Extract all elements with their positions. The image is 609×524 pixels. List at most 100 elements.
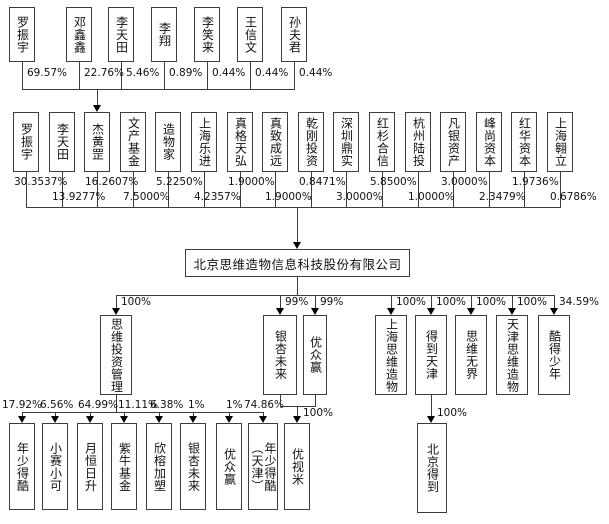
connector-line xyxy=(382,172,383,207)
arrow-down-icon xyxy=(51,416,59,423)
holder-name: 造物家 xyxy=(161,123,176,161)
holder-name: 上海翱立 xyxy=(553,117,568,167)
ownership-pct-label: 0.44% xyxy=(212,67,246,79)
shareholder-name: 孙夫君 xyxy=(287,15,302,54)
shareholder-box: 罗振宇 xyxy=(9,7,35,62)
holder-box: 深圳鼎实 xyxy=(333,112,359,172)
connector-line xyxy=(250,62,251,89)
arrow-down-icon xyxy=(427,308,435,315)
connector-line xyxy=(280,295,281,308)
connector-line xyxy=(116,295,555,296)
shareholder-name: 李天田 xyxy=(114,15,129,54)
ownership-pct-label: 3.0000% xyxy=(441,176,488,188)
connector-line xyxy=(116,295,117,308)
ownership-pct-label: 13.9277% xyxy=(52,191,106,203)
arrow-down-icon xyxy=(293,242,301,249)
holder-box: 造物家 xyxy=(155,112,181,172)
connector-line xyxy=(79,62,80,89)
ownership-pct-label: 74.86% xyxy=(244,399,285,411)
connector-line xyxy=(431,395,432,416)
shareholder-box: 邓鑫鑫 xyxy=(66,7,92,62)
connector-line xyxy=(121,62,122,89)
holder-box: 杭州陆投 xyxy=(405,112,431,172)
ownership-pct-label: 99% xyxy=(285,296,309,308)
shareholder-name: 李翔 xyxy=(157,22,172,47)
arrow-down-icon xyxy=(311,308,319,315)
investee-name: 月恒日升 xyxy=(83,441,98,492)
subsidiary-name: 银杏未来 xyxy=(273,330,288,380)
investee-name: 小赛小可 xyxy=(48,441,63,492)
holder-name: 上海乐进 xyxy=(197,117,212,167)
arrow-down-icon xyxy=(293,416,301,423)
shareholder-box: 李笑来 xyxy=(194,7,220,62)
investee-box: 年少得酷 xyxy=(9,423,35,510)
investee-box: 紫牛基金 xyxy=(111,423,137,510)
ownership-pct-label: 34.59% xyxy=(559,296,600,308)
connector-line xyxy=(55,412,56,416)
ownership-pct-label: 7.5000% xyxy=(123,191,170,203)
subsidiary-name: 酷得少年 xyxy=(547,330,562,380)
subsidiary-box: 天津思维造物 xyxy=(496,315,528,395)
shareholder-box: 孙夫君 xyxy=(281,7,307,62)
holder-box: 文产基金 xyxy=(120,112,146,172)
holder-name: 乾刚投资 xyxy=(304,117,319,167)
arrow-down-icon xyxy=(427,416,435,423)
connector-line xyxy=(560,172,561,207)
holder-box: 凡银资产 xyxy=(440,112,466,172)
investee-name: 银杏未来 xyxy=(186,441,201,492)
holder-box: 上海翱立 xyxy=(547,112,573,172)
investee-name: 紫牛基金 xyxy=(117,441,132,492)
investee-name: 年少得酷 （天津） xyxy=(250,441,277,492)
subsidiary-name: 北京得到 xyxy=(425,443,440,493)
shareholder-box: 李天田 xyxy=(108,7,134,62)
holder-name: 罗振宇 xyxy=(19,123,34,161)
subsidiary-name: 上海思维造物 xyxy=(384,317,399,393)
subsidiary-box: 酷得少年 xyxy=(538,315,570,395)
connector-line xyxy=(275,172,276,207)
ownership-pct-label: 0.6786% xyxy=(550,191,597,203)
holder-name: 李天田 xyxy=(55,123,70,161)
connector-line xyxy=(90,412,91,416)
investee-name: 优视米 xyxy=(290,447,305,486)
ownership-pct-label: 1.9000% xyxy=(265,191,312,203)
connector-line xyxy=(315,295,316,308)
investee-box: 年少得酷 （天津） xyxy=(248,423,278,510)
holder-name: 红华资本 xyxy=(517,117,532,167)
subsidiary-name: 天津思维造物 xyxy=(505,317,520,393)
ownership-pct-label: 22.76% xyxy=(84,67,125,79)
investee-box: 优众赢 xyxy=(216,423,242,510)
subsidiary-box: 优众赢 xyxy=(303,315,327,395)
connector-line xyxy=(280,406,316,407)
connector-line xyxy=(554,295,555,308)
holder-name: 真格天弘 xyxy=(233,117,248,167)
arrow-down-icon xyxy=(86,416,94,423)
connector-line xyxy=(311,172,312,207)
connector-line xyxy=(124,412,125,416)
connector-line xyxy=(168,172,169,207)
ownership-pct-label: 64.99% xyxy=(78,399,119,411)
shareholder-name: 罗振宇 xyxy=(15,15,30,54)
connector-line xyxy=(297,277,298,295)
company-box: 北京思维造物信息科技股份有限公司 xyxy=(185,249,410,277)
holder-box: 上海乐进 xyxy=(191,112,217,172)
ownership-pct-label: 5.8500% xyxy=(370,176,417,188)
ownership-pct-label: 99% xyxy=(320,296,344,308)
holder-box: 罗振宇 xyxy=(13,112,39,172)
ownership-pct-label: 100% xyxy=(476,296,507,308)
connector-line xyxy=(22,412,264,413)
subsidiary-box: 思维投资管理 xyxy=(100,315,132,395)
ownership-pct-label: 30.3537% xyxy=(14,176,68,188)
ownership-pct-label: 1% xyxy=(188,399,205,411)
investee-box: 银杏未来 xyxy=(180,423,206,510)
ownership-pct-label: 11.11% xyxy=(118,399,159,411)
ownership-pct-label: 100% xyxy=(437,407,468,419)
youshimi-box: 优视米 xyxy=(284,423,310,510)
arrow-down-icon xyxy=(550,308,558,315)
arrow-down-icon xyxy=(112,308,120,315)
arrow-down-icon xyxy=(259,416,267,423)
holder-box: 真致成远 xyxy=(262,112,288,172)
investee-name: 欣榕加塑 xyxy=(152,441,167,492)
connector-line xyxy=(418,172,419,207)
investee-box: 月恒日升 xyxy=(77,423,103,510)
connector-line xyxy=(97,172,98,207)
